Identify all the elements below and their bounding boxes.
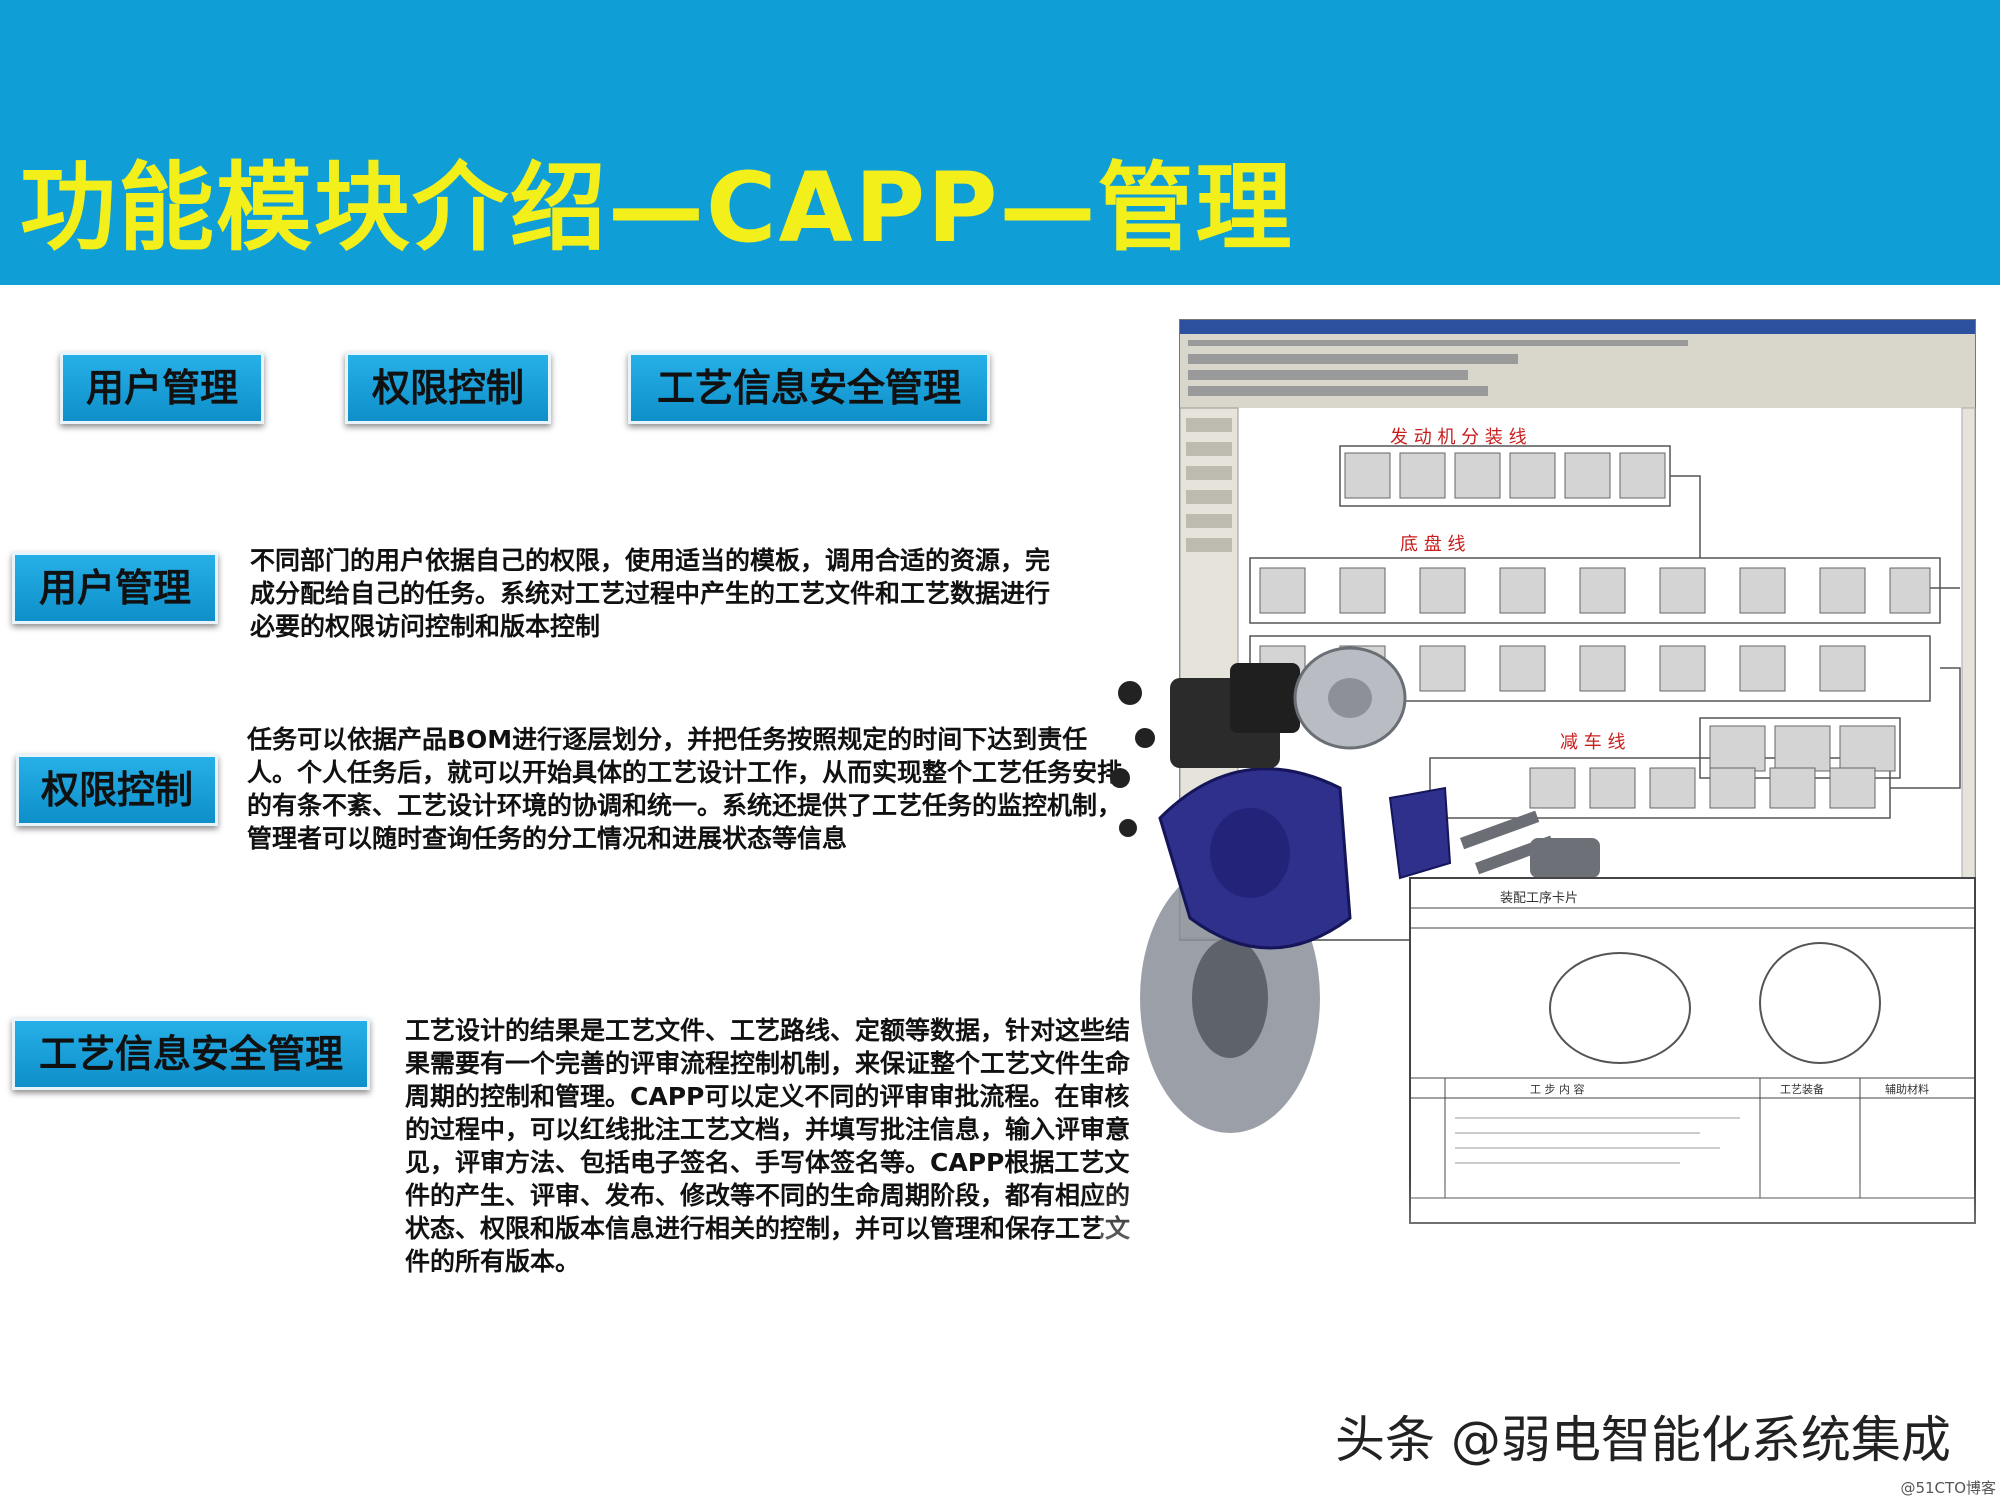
page-title: 功能模块介绍—CAPP—管理 (20, 152, 1294, 264)
card-column-materials: 辅助材料 (1885, 1082, 1929, 1096)
section-text-user-management: 不同部门的用户依据自己的权限，使用适当的模板，调用合适的资源，完成分配给自己的任… (250, 546, 1051, 641)
flow-title-chassis: 底 盘 线 (1400, 534, 1465, 555)
tab-permission-control[interactable]: 权限控制 (345, 352, 551, 424)
process-card: 装配工序卡片 工 步 内 容 工艺装备 辅助材料 (1409, 877, 1976, 1224)
section-label-permission-control: 权限控制 (16, 754, 218, 826)
brake-assembly-icon (1110, 646, 1600, 1133)
card-column-content: 工 步 内 容 (1530, 1082, 1585, 1096)
tab-process-info-security[interactable]: 工艺信息安全管理 (628, 352, 990, 424)
credit-text: @51CTO博客 (1900, 1479, 1996, 1497)
section-label-process-info-security: 工艺信息安全管理 (12, 1018, 370, 1090)
section-text-process-info-security: 工艺设计的结果是工艺文件、工艺路线、定额等数据，针对这些结果需要有一个完善的评审… (405, 1016, 1131, 1276)
card-column-equipment: 工艺装备 (1780, 1082, 1824, 1096)
tab-user-management[interactable]: 用户管理 (60, 352, 264, 424)
capp-software-illustration: 发 动 机 分 装 线 底 盘 线 减 车 线 装配工序卡片 工 步 内 容 工… (1100, 319, 1980, 1368)
watermark-text: 头条 @弱电智能化系统集成 (1335, 1411, 1951, 1469)
flow-title-engine: 发 动 机 分 装 线 (1390, 427, 1527, 448)
section-text-permission-control: 任务可以依据产品BOM进行逐层划分，并把任务按照规定的时间下达到责任人。个人任务… (247, 725, 1123, 853)
process-card-title: 装配工序卡片 (1500, 891, 1578, 906)
header-bar: 功能模块介绍—CAPP—管理 (0, 0, 2000, 285)
section-label-user-management: 用户管理 (12, 552, 218, 624)
flow-title-line3: 减 车 线 (1560, 732, 1625, 753)
